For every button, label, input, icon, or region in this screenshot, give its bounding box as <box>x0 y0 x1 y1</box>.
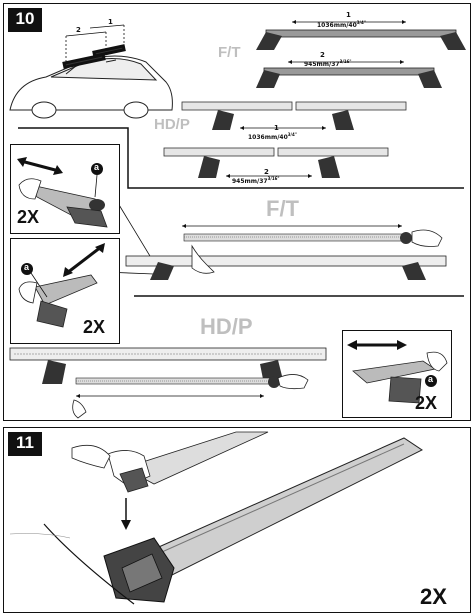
ft-top-dim-text: 1036mm/403/4" <box>317 20 366 29</box>
hdp-top-dim-value: 1036mm/40 <box>248 134 288 141</box>
ft-bar-diagram-2 <box>256 60 442 88</box>
hdp-label-small: HD/P <box>154 116 190 133</box>
hdp-bottom-dim-no: 2 <box>264 168 269 176</box>
step-11-number: 11 <box>8 432 42 456</box>
ft-measure-diagram <box>125 224 447 280</box>
ft-bottom-dim-text: 945mm/373/16" <box>304 59 351 68</box>
hdp-top-dim-text: 1036mm/403/4" <box>248 132 297 141</box>
ft-bottom-dim-frac: 3/16" <box>339 59 352 64</box>
inset-b-drawing <box>18 243 105 328</box>
inset-b: a 2X <box>10 238 120 344</box>
step-10-panel: 10 2 1 F/T 1 1036 <box>3 3 471 421</box>
ft-label-large: F/T <box>266 196 299 221</box>
car-dim-1: 1 <box>108 18 113 26</box>
inset-a-drawing <box>17 157 108 228</box>
inset-a-count: 2X <box>17 207 40 227</box>
inset-c-part-label: a <box>428 374 434 384</box>
hdp-top-dim-no: 1 <box>274 124 279 132</box>
ft-bottom-dim-value: 945mm/37 <box>304 61 340 68</box>
ft-top-dim-frac: 3/4" <box>356 20 366 25</box>
hdp-bottom-dim-text: 945mm/373/16" <box>232 176 279 185</box>
step-11-panel: 11 2X <box>3 427 471 613</box>
step-11-count: 2X <box>420 584 447 609</box>
section-divider <box>18 127 464 297</box>
inset-a: a 2X <box>10 144 120 234</box>
hdp-bottom-dim-value: 945mm/37 <box>232 178 268 185</box>
inset-a-part-label: a <box>94 162 100 172</box>
car-illustration <box>9 24 173 119</box>
hdp-top-dim-frac: 3/4" <box>287 132 297 137</box>
inset-c: a 2X <box>342 330 452 418</box>
hdp-bar-diagram-2 <box>163 147 389 178</box>
ft-label-small: F/T <box>218 44 241 61</box>
hdp-bottom-dim-frac: 3/16" <box>267 176 280 181</box>
inset-c-count: 2X <box>415 393 438 413</box>
inset-b-part-label: a <box>24 262 30 272</box>
ft-bar-diagram-1 <box>256 20 466 50</box>
car-dim-2: 2 <box>76 26 81 34</box>
step-10-number: 10 <box>8 8 42 32</box>
ft-top-dim-no: 1 <box>346 11 351 19</box>
inset-b-count: 2X <box>83 317 106 337</box>
ft-top-dim-value: 1036mm/40 <box>317 22 357 29</box>
hdp-measure-diagram <box>9 347 327 419</box>
ft-bottom-dim-no: 2 <box>320 51 325 59</box>
step-11-drawing <box>9 431 423 605</box>
hdp-bar-diagram-1 <box>181 101 407 130</box>
hdp-label-large: HD/P <box>200 314 253 339</box>
inset-c-drawing <box>347 340 448 404</box>
